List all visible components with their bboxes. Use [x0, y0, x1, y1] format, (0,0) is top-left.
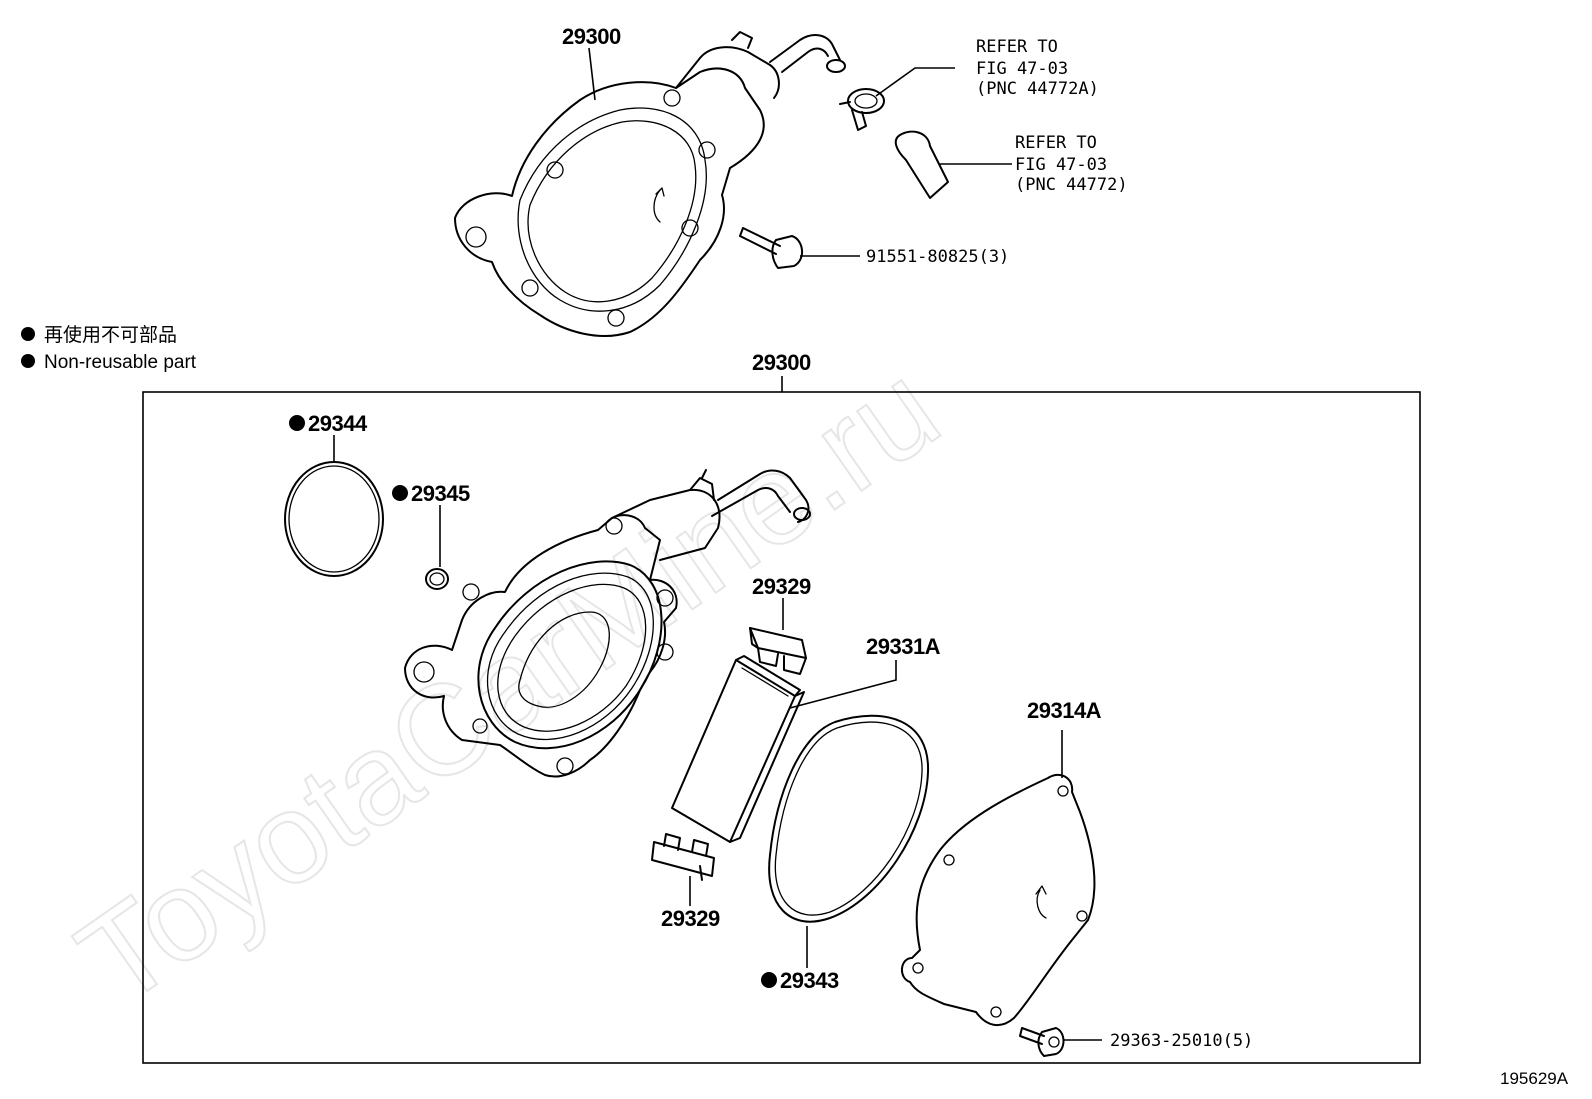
label-bolt-top: 91551-80825(3) — [866, 247, 1009, 267]
label-box-29300: 29300 — [752, 350, 811, 375]
legend-en: Non-reusable part — [44, 352, 197, 373]
exploded-view-box — [142, 391, 1421, 1064]
leader-top-29300 — [588, 47, 596, 101]
label-29343: 29343 — [780, 968, 839, 993]
oring-large-29344 — [284, 461, 384, 577]
legend: 再使用不可部品 Non-reusable part — [21, 324, 197, 373]
ref1-line3: (PNC 44772A) — [976, 79, 1099, 99]
ref1-line2: FIG 47-03 — [976, 59, 1068, 79]
ref2-line1: REFER TO — [1015, 133, 1097, 153]
ref1-line1: REFER TO — [976, 37, 1058, 57]
ref2-line3: (PNC 44772) — [1015, 175, 1128, 195]
cover-29314A — [901, 773, 1096, 1027]
leader-ref1 — [875, 67, 955, 97]
label-29331A: 29331A — [866, 634, 941, 659]
leader-29331A — [789, 660, 897, 709]
label-bolt-bottom: 29363-25010(5) — [1110, 1031, 1253, 1051]
top-vacuum-pump-assembly — [454, 31, 949, 337]
vane-bottom-29329 — [651, 833, 715, 881]
legend-bullet-en — [21, 354, 35, 368]
bolt-29363-25010 — [1019, 1027, 1065, 1057]
ref2-line2: FIG 47-03 — [1015, 155, 1107, 175]
figure-code: 195629A — [1500, 1069, 1569, 1088]
label-29345: 29345 — [411, 481, 470, 506]
label-29329-top: 29329 — [752, 574, 811, 599]
legend-bullet-jp — [21, 327, 35, 341]
label-29329-bottom: 29329 — [661, 906, 720, 931]
rotor-29331A — [671, 655, 805, 843]
nonreusable-dot-29344 — [289, 415, 305, 431]
label-top-29300: 29300 — [562, 24, 621, 49]
nonreusable-dot-29345 — [392, 485, 408, 501]
watermark: ToyotaCarMine.ru — [54, 336, 964, 1033]
vane-top-29329 — [749, 627, 807, 675]
pump-housing-exploded — [404, 469, 811, 778]
oring-small-29345 — [425, 568, 449, 590]
nonreusable-dot-29343 — [761, 972, 777, 988]
label-29314A: 29314A — [1027, 698, 1102, 723]
gasket-29343 — [768, 714, 930, 923]
legend-jp: 再使用不可部品 — [44, 324, 177, 346]
label-29344: 29344 — [308, 411, 368, 436]
